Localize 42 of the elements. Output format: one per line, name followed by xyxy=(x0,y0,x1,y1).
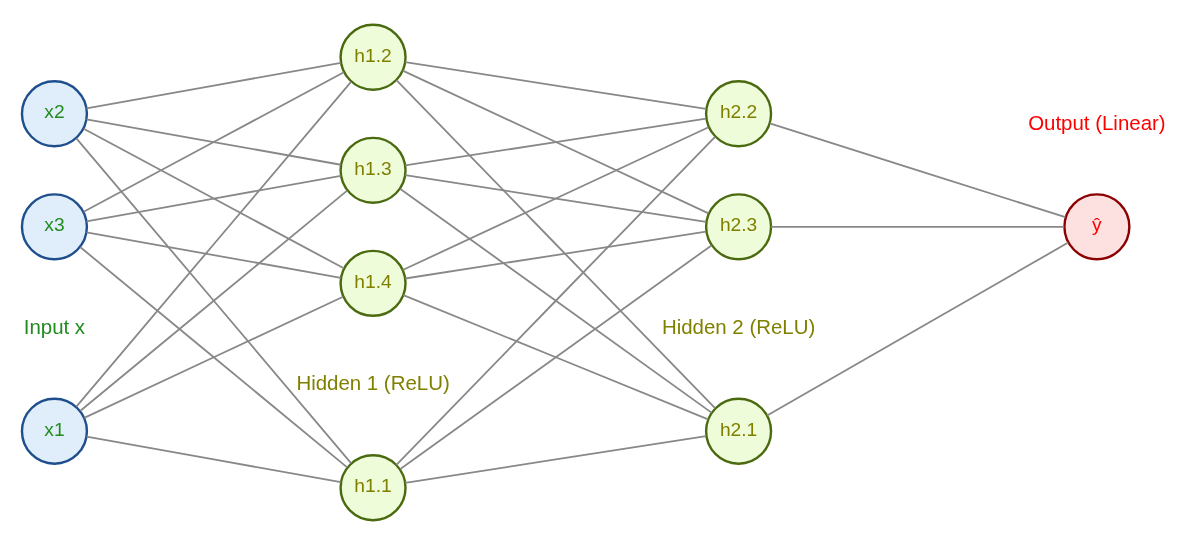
connector xyxy=(79,245,349,468)
connector xyxy=(404,60,707,110)
connector xyxy=(83,295,344,419)
label: Hidden 2 (ReLU) xyxy=(661,314,816,338)
node-circle: h2.3 xyxy=(704,192,773,260)
node-circle: x3 xyxy=(20,192,89,260)
connector xyxy=(75,80,352,408)
node-circle: h1.3 xyxy=(339,136,407,204)
label: Input x xyxy=(23,314,86,338)
node-circle: h2.2 xyxy=(704,79,773,147)
connector xyxy=(82,127,345,269)
connector xyxy=(85,61,342,109)
connector xyxy=(404,117,707,166)
connector xyxy=(766,241,1070,416)
node-circle: x2 xyxy=(20,79,89,147)
connector xyxy=(768,121,1067,218)
node-circle: h1.4 xyxy=(339,249,407,317)
node-circle: h2.1 xyxy=(704,397,773,465)
connector xyxy=(401,125,710,271)
connector xyxy=(85,174,342,222)
connector xyxy=(404,173,707,223)
node-circle: h1.2 xyxy=(339,23,407,91)
connector xyxy=(399,244,713,470)
connector xyxy=(770,225,1065,228)
connector xyxy=(399,187,713,414)
connector xyxy=(404,230,707,279)
connector xyxy=(404,434,707,484)
connector xyxy=(82,70,345,213)
connector xyxy=(85,435,342,483)
connector xyxy=(395,135,716,466)
node-circle: x1 xyxy=(20,397,89,465)
connector xyxy=(402,293,710,420)
connector xyxy=(395,78,716,409)
connector xyxy=(75,136,352,464)
connector xyxy=(401,69,710,214)
node-circle: ŷ xyxy=(1063,192,1131,260)
connector xyxy=(85,230,342,279)
label: Output (Linear) xyxy=(1028,110,1166,134)
connector xyxy=(85,117,342,166)
node-circle: h1.1 xyxy=(339,453,407,521)
connector xyxy=(79,189,349,412)
label: Hidden 1 (ReLU) xyxy=(296,370,450,394)
